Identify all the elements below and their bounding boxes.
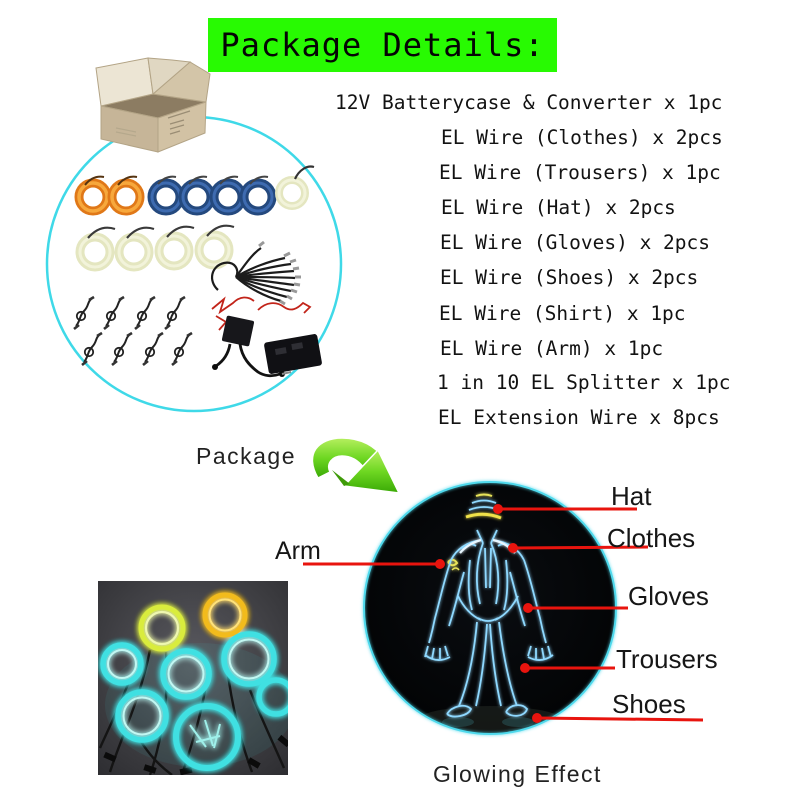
red-dot-markers <box>435 504 542 723</box>
el-wire-coils-pale-row <box>75 224 235 272</box>
package-list-item: EL Wire (Shirt) x 1pc <box>439 302 686 325</box>
el-splitter <box>210 240 301 306</box>
el-wire-coil-pale <box>275 165 315 210</box>
package-list-item: EL Wire (Arm) x 1pc <box>440 337 664 360</box>
package-list-item: 12V Batterycase & Converter x 1pc <box>335 91 723 114</box>
package-caption: Package <box>196 443 297 469</box>
callout-label-trousers: Trousers <box>616 644 718 674</box>
package-list-item: EL Wire (Clothes) x 2pcs <box>441 126 723 149</box>
package-list-item: EL Wire (Gloves) x 2pcs <box>440 231 711 254</box>
battery-converter <box>211 296 322 378</box>
glowing-rings <box>100 592 288 771</box>
package-list-item: EL Wire (Shoes) x 2pcs <box>440 266 699 289</box>
el-wire-coils-orange <box>74 175 145 216</box>
glowing-effect-caption: Glowing Effect <box>433 761 602 787</box>
package-photo-circle <box>45 115 343 413</box>
cardboard-box-icon <box>95 57 211 153</box>
callout-label-clothes: Clothes <box>607 523 696 553</box>
el-wire-coils-blue <box>147 175 277 216</box>
callout-label-arm: Arm <box>275 537 321 565</box>
photo-connectors <box>103 734 288 775</box>
package-list-item: 1 in 10 EL Splitter x 1pc <box>437 371 731 394</box>
callout-lines <box>303 507 704 722</box>
glowing-effect-circle <box>363 481 617 735</box>
callout-label-hat: Hat <box>611 481 652 511</box>
callout-label-shoes: Shoes <box>612 689 686 719</box>
package-list-item: EL Wire (Hat) x 2pcs <box>441 196 676 219</box>
el-coils-photo <box>98 581 288 775</box>
package-list-item: EL Wire (Trousers) x 1pc <box>439 161 721 184</box>
callout-label-gloves: Gloves <box>628 581 709 611</box>
package-list-item: EL Extension Wire x 8pcs <box>438 406 720 429</box>
page-title: Package Details: <box>208 18 557 72</box>
green-curved-arrow-icon <box>311 437 401 494</box>
